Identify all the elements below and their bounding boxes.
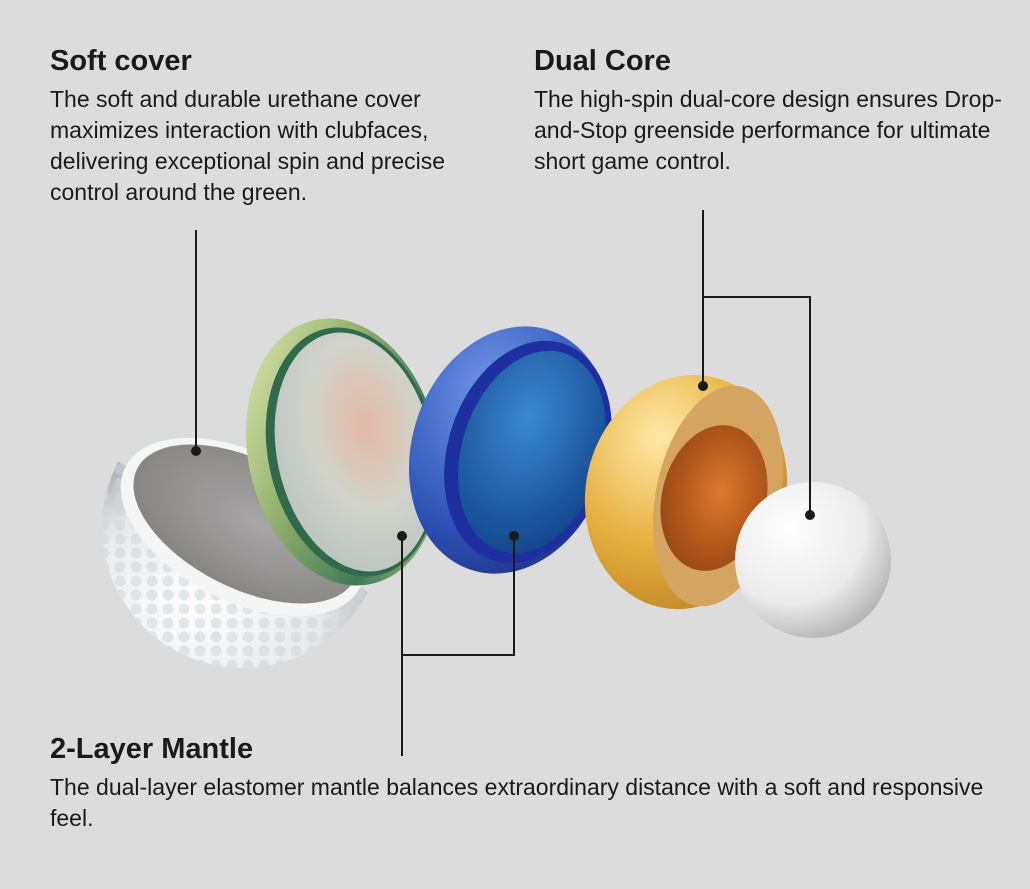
dual-core-title: Dual Core xyxy=(534,45,671,77)
inner-core-dot xyxy=(805,510,815,520)
soft-cover-label: Soft cover The soft and durable urethane… xyxy=(50,44,520,208)
outer-mantle-shell xyxy=(245,318,441,586)
mantle-leader-branch xyxy=(402,536,515,656)
leader-dots xyxy=(191,381,815,541)
outer-mantle-inner xyxy=(274,332,436,572)
outer-core-dot xyxy=(698,381,708,391)
leader-lines xyxy=(195,210,811,756)
dual-core-leader-branch xyxy=(703,296,811,515)
mantle-description: The dual-layer elastomer mantle balances… xyxy=(50,774,984,831)
inner-mantle-dot xyxy=(509,531,519,541)
soft-cover-title: Soft cover xyxy=(50,45,192,77)
inner-core-ball xyxy=(735,482,891,638)
dual-core-label: Dual Core The high-spin dual-core design… xyxy=(534,44,1014,177)
inner-mantle-inner xyxy=(458,350,606,554)
dual-core-description: The high-spin dual-core design ensures D… xyxy=(534,86,1002,174)
outer-mantle-dot xyxy=(397,531,407,541)
mantle-title: 2-Layer Mantle xyxy=(50,733,254,765)
mantle-label: 2-Layer Mantle The dual-layer elastomer … xyxy=(50,732,990,834)
soft-cover-description: The soft and durable urethane cover maxi… xyxy=(50,86,446,205)
soft-cover-dot xyxy=(191,446,201,456)
inner-mantle-shell xyxy=(408,326,612,574)
